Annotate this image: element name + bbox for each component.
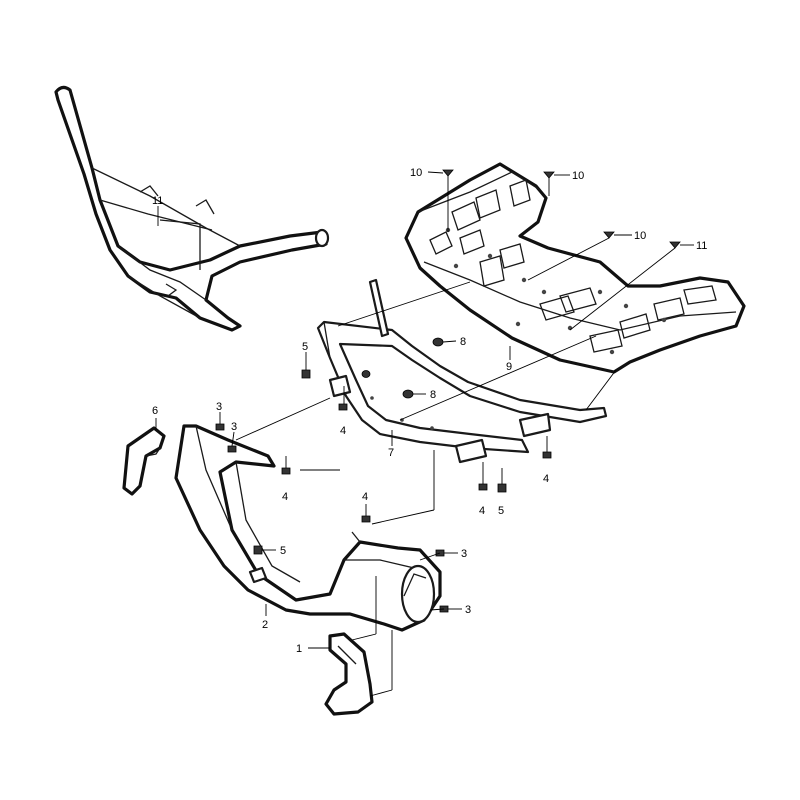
callout-4-d: 4 <box>282 491 288 503</box>
part-11-handlebar-assembly <box>54 85 330 332</box>
callout-10-b: 10 <box>572 170 584 182</box>
callout-labels: 10 10 10 11 11 9 7 8 8 5 5 5 4 4 4 4 4 6… <box>152 167 707 655</box>
part-7-support-frame <box>316 278 608 464</box>
callout-7: 7 <box>388 447 394 459</box>
part-8-grommets <box>361 337 444 399</box>
callout-4-c: 4 <box>479 505 485 517</box>
callout-8-b: 8 <box>430 389 436 401</box>
callout-5-a: 5 <box>302 341 308 353</box>
callout-10-a: 10 <box>410 167 422 179</box>
callout-11: 11 <box>152 195 163 207</box>
callout-5-c: 5 <box>280 545 286 557</box>
callout-6: 6 <box>152 405 158 417</box>
callout-9: 9 <box>506 361 512 373</box>
callout-10-d: 11 <box>696 240 707 252</box>
callout-4-e: 4 <box>362 491 368 503</box>
part-2-front-guard <box>174 424 442 632</box>
callout-2: 2 <box>262 619 268 631</box>
callout-4-b: 4 <box>543 473 549 485</box>
assembly-lines <box>155 171 694 697</box>
part-9-cargo-rack <box>404 162 746 374</box>
callout-3-a: 3 <box>216 401 222 413</box>
part-6-side-bracket <box>122 426 166 496</box>
callout-3-d: 3 <box>465 604 471 616</box>
callout-8-a: 8 <box>460 336 466 348</box>
callout-3-c: 3 <box>461 548 467 560</box>
callout-1: 1 <box>296 643 302 655</box>
callout-4-a: 4 <box>340 425 346 437</box>
callout-5-b: 5 <box>498 505 504 517</box>
callout-3-b: 3 <box>231 421 237 433</box>
callout-10-c: 10 <box>634 230 646 242</box>
part-1-lower-bracket <box>324 632 374 716</box>
